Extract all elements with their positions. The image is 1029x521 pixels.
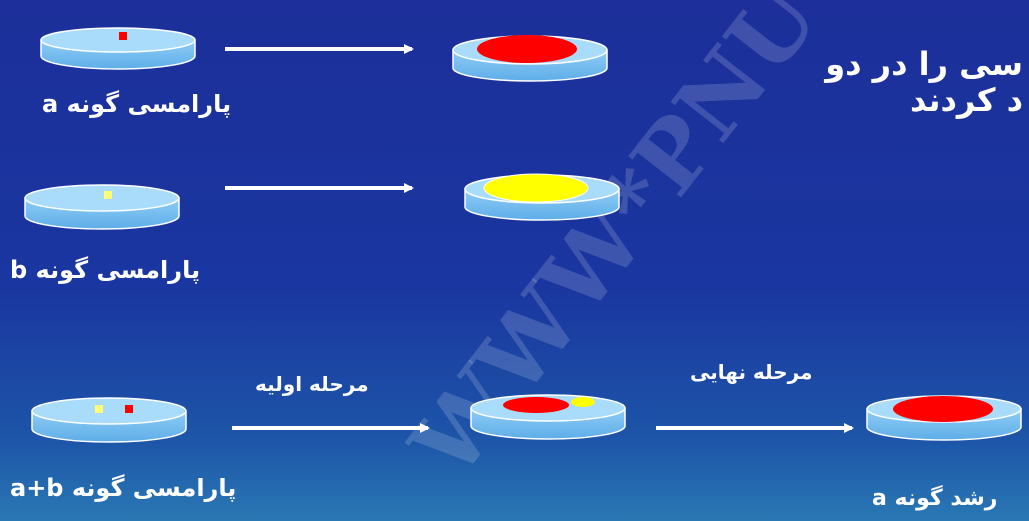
label-species-b: پارامسی گونه b bbox=[10, 256, 201, 284]
paramecium-a-population bbox=[893, 396, 993, 422]
paramecium-b-population bbox=[571, 397, 595, 407]
dish-ab-end bbox=[866, 395, 1022, 441]
dish-b-end bbox=[464, 173, 620, 221]
paramecium-b-cell bbox=[95, 405, 103, 413]
paramecium-a-population bbox=[477, 35, 577, 63]
dish-a-end bbox=[452, 35, 608, 82]
slide-title-line1: سی را در دو bbox=[825, 45, 1023, 83]
paramecium-a-cell bbox=[125, 405, 133, 413]
label-stage-initial: مرحله اولیه bbox=[255, 372, 369, 396]
dish-ab-start bbox=[31, 397, 187, 443]
label-species-a: پارامسی گونه a bbox=[42, 90, 232, 118]
dish-b-start bbox=[24, 184, 180, 230]
paramecium-b-cell bbox=[104, 191, 112, 199]
dish-ab-middle bbox=[470, 394, 626, 440]
paramecium-b-population bbox=[483, 173, 589, 203]
paramecium-a-cell bbox=[119, 32, 127, 40]
slide-title-line2: د کردند bbox=[910, 81, 1023, 119]
label-stage-final: مرحله نهایی bbox=[690, 360, 813, 384]
label-result: رشد گونه a bbox=[872, 486, 998, 511]
slide-title: سی را در دو د کردند bbox=[825, 46, 1023, 118]
label-species-ab: پارامسی گونه a+b bbox=[10, 474, 237, 502]
paramecium-a-population bbox=[503, 397, 569, 413]
dish-a-start bbox=[40, 27, 196, 70]
